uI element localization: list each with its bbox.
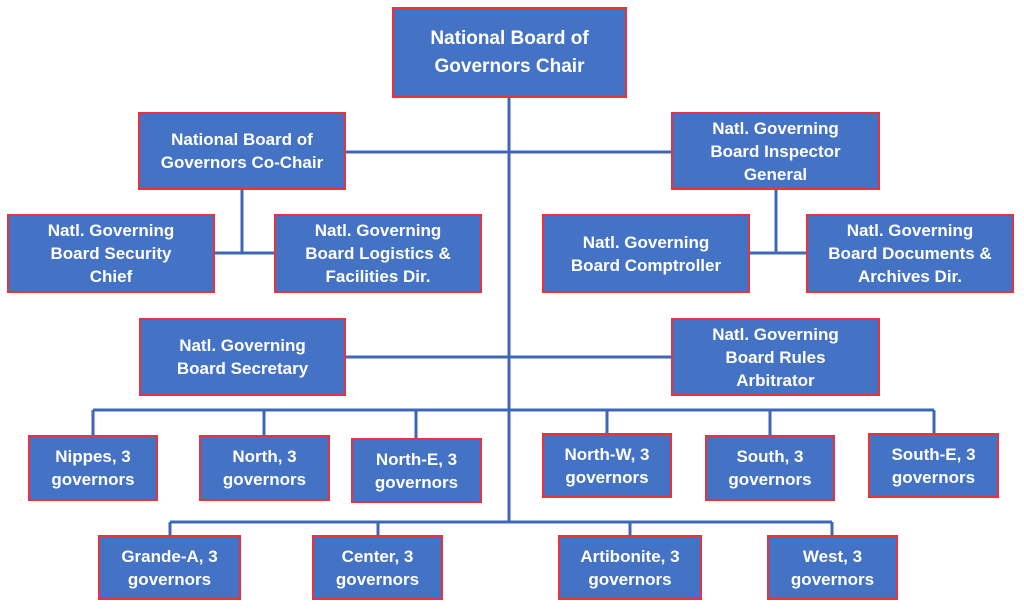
secretary-box: Natl. Governing Board Secretary: [139, 318, 346, 396]
department-box-north-e: North-E, 3 governors: [351, 438, 482, 503]
department-box-south-e: South-E, 3 governors: [868, 433, 999, 498]
department-box-north: North, 3 governors: [199, 435, 330, 501]
comptroller-box: Natl. Governing Board Comptroller: [542, 214, 750, 293]
department-box-north-w: North-W, 3 governors: [542, 433, 672, 498]
documents-box: Natl. Governing Board Documents & Archiv…: [806, 214, 1014, 293]
rules-arbitrator-box: Natl. Governing Board Rules Arbitrator: [671, 318, 880, 396]
department-box-nippes: Nippes, 3 governors: [28, 435, 158, 501]
department-box-west: West, 3 governors: [767, 535, 898, 600]
security-chief-box: Natl. Governing Board Security Chief: [7, 214, 215, 293]
department-box-artibonite: Artibonite, 3 governors: [558, 535, 702, 600]
inspector-general-box: Natl. Governing Board Inspector General: [671, 112, 880, 190]
department-box-grande-a: Grande-A, 3 governors: [98, 535, 241, 600]
logistics-box: Natl. Governing Board Logistics & Facili…: [274, 214, 482, 293]
co-chair-box: National Board of Governors Co-Chair: [138, 112, 346, 190]
department-box-center: Center, 3 governors: [312, 535, 443, 600]
department-box-south: South, 3 governors: [705, 435, 835, 501]
chair-box: National Board of Governors Chair: [392, 7, 627, 98]
